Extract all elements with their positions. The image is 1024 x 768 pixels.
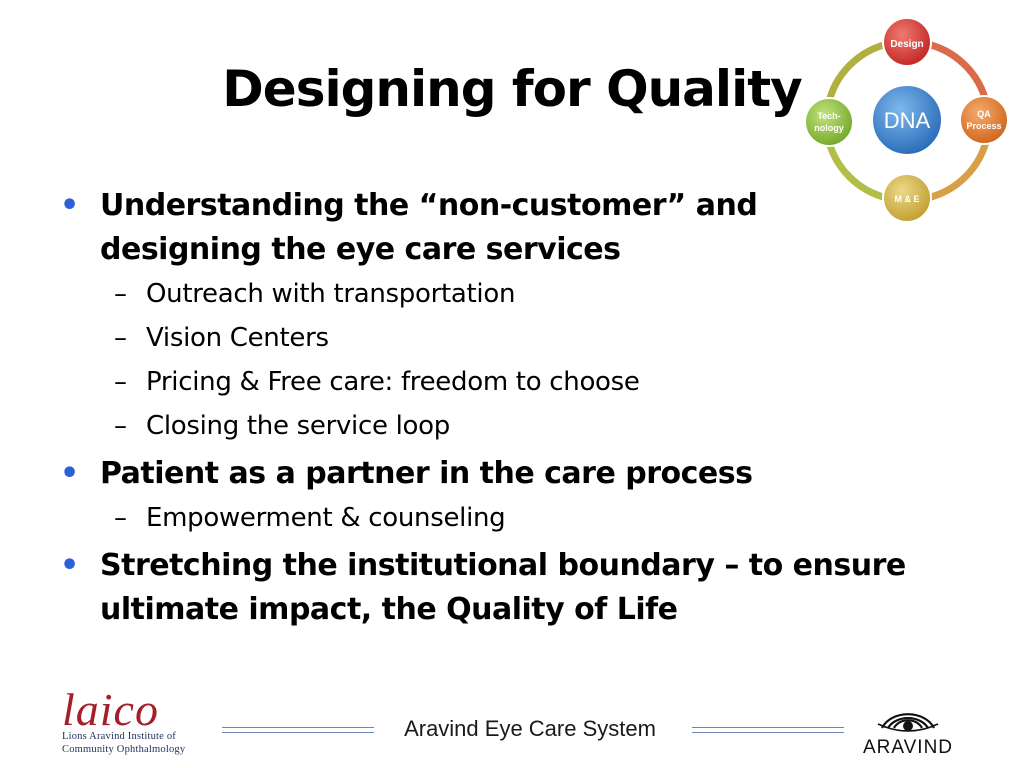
footer-text: Aravind Eye Care System bbox=[404, 716, 656, 741]
dash-marker: – bbox=[114, 411, 127, 441]
dash-marker: – bbox=[114, 323, 127, 353]
footer-divider bbox=[692, 732, 844, 733]
laico-logo: laico Lions Aravind Institute of Communi… bbox=[62, 684, 212, 762]
qa-node-label-1: QA bbox=[977, 109, 991, 119]
aravind-logo: ARAVIND bbox=[850, 702, 966, 758]
design-node: Design bbox=[882, 17, 932, 67]
sub-bullet-text: Outreach with transportation bbox=[146, 279, 516, 309]
laico-org-line-2: Community Ophthalmology bbox=[62, 744, 186, 755]
bullet-text-line: Stretching the institutional boundary – … bbox=[100, 548, 906, 583]
bullet-marker: • bbox=[60, 188, 79, 223]
sub-bullet-item: – Pricing & Free care: freedom to choose bbox=[58, 360, 978, 404]
sub-bullet-item: – Vision Centers bbox=[58, 316, 978, 360]
qa-process-node: QA Process bbox=[959, 95, 1009, 145]
sub-bullet-text: Empowerment & counseling bbox=[146, 503, 506, 533]
dash-marker: – bbox=[114, 503, 127, 533]
tech-node-label-1: Tech- bbox=[817, 111, 840, 121]
bullet-item: • Stretching the institutional boundary … bbox=[58, 544, 978, 632]
m-and-e-node: M & E bbox=[882, 173, 932, 223]
dash-marker: – bbox=[114, 279, 127, 309]
aravind-wordmark: ARAVIND bbox=[862, 737, 954, 758]
sub-bullet-text: Pricing & Free care: freedom to choose bbox=[146, 367, 640, 397]
dna-center-node: DNA bbox=[871, 84, 943, 156]
dna-cycle-diagram: DNA Design QA Process M & E Tech- nology bbox=[804, 17, 1009, 223]
slide-body: • Understanding the “non-customer” and d… bbox=[58, 184, 978, 632]
footer-divider bbox=[692, 727, 844, 728]
bullet-text-line: Patient as a partner in the care process bbox=[100, 456, 753, 491]
dash-marker: – bbox=[114, 367, 127, 397]
sub-bullet-item: – Empowerment & counseling bbox=[58, 496, 978, 540]
sub-bullet-item: – Closing the service loop bbox=[58, 404, 978, 448]
slide-title: Designing for Quality bbox=[222, 60, 802, 118]
m-and-e-node-label: M & E bbox=[894, 194, 919, 204]
laico-org-line-1: Lions Aravind Institute of bbox=[62, 731, 176, 742]
laico-wordmark: laico bbox=[62, 684, 159, 735]
bullet-marker: • bbox=[60, 548, 79, 583]
bullet-text-line: Understanding the “non-customer” and bbox=[100, 188, 758, 223]
sub-bullet-text: Closing the service loop bbox=[146, 411, 450, 441]
dna-center-label: DNA bbox=[884, 108, 931, 133]
qa-node-label-2: Process bbox=[966, 121, 1001, 131]
tech-node-label-2: nology bbox=[814, 123, 844, 133]
bullet-item: • Patient as a partner in the care proce… bbox=[58, 452, 978, 496]
bullet-item: • Understanding the “non-customer” and d… bbox=[58, 184, 978, 272]
bullet-text-line: ultimate impact, the Quality of Life bbox=[100, 592, 678, 627]
sub-bullet-text: Vision Centers bbox=[146, 323, 329, 353]
bullet-text-line: designing the eye care services bbox=[100, 232, 621, 267]
technology-node: Tech- nology bbox=[804, 97, 854, 147]
design-node-label: Design bbox=[890, 39, 923, 50]
footer-divider bbox=[222, 732, 374, 733]
bullet-marker: • bbox=[60, 456, 79, 491]
eye-logo-icon bbox=[877, 713, 939, 732]
sub-bullet-item: – Outreach with transportation bbox=[58, 272, 978, 316]
footer-divider bbox=[222, 727, 374, 728]
